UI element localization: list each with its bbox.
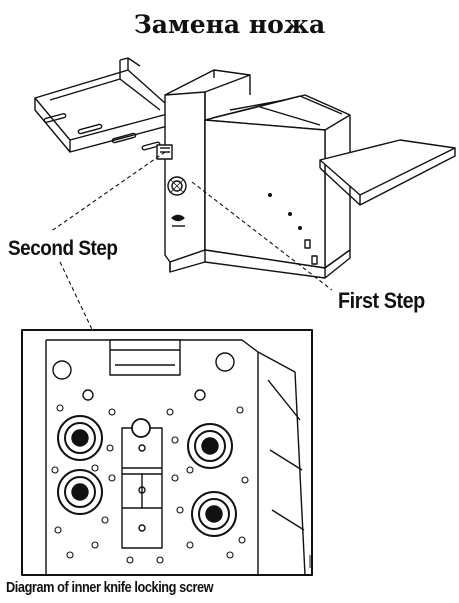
knife-holder: [121, 427, 163, 549]
machine-illustration: [34, 57, 456, 279]
second-step-label: Second Step: [8, 237, 118, 260]
knife-detail-inset: [21, 329, 313, 576]
bearing-top-left: [57, 415, 103, 461]
output-tray: [319, 139, 456, 206]
first-step-leader: [191, 181, 333, 291]
page-title: Замена ножа: [133, 10, 326, 39]
bearing-bottom-left: [57, 469, 103, 515]
main-body: [169, 94, 351, 279]
first-step-label: First Step: [338, 288, 425, 313]
second-step-leader-top: [49, 151, 166, 233]
feed-tray: [34, 57, 176, 153]
bearing-bottom-right: [191, 491, 237, 537]
locking-screw: [131, 418, 151, 438]
diagram-caption: Diagram of inner knife locking screw: [6, 579, 214, 596]
bearing-top-right: [187, 423, 233, 469]
